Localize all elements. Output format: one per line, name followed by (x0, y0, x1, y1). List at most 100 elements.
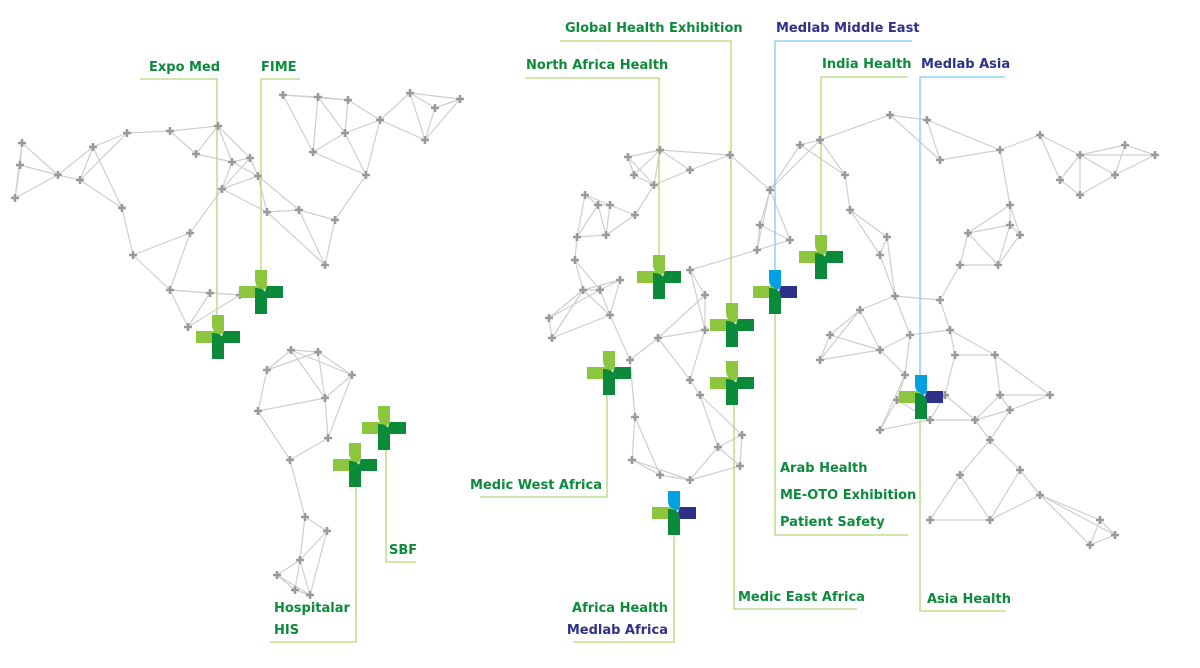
network-edge (169, 130, 197, 155)
network-edge (879, 349, 906, 376)
network-edge (689, 154, 731, 171)
network-edge (689, 269, 706, 331)
node-cross-icon (573, 233, 581, 241)
network-edge (92, 146, 123, 209)
network-edge (769, 189, 791, 241)
node-cross-icon (306, 591, 314, 599)
network-edge (994, 354, 1001, 396)
marker-top (349, 443, 361, 463)
node-cross-icon (314, 348, 322, 356)
network-edge (849, 209, 881, 256)
network-edge (1039, 134, 1081, 156)
node-cross-icon (344, 96, 352, 104)
network-edge (997, 234, 1021, 266)
network-edge (221, 175, 259, 190)
network-edge (904, 334, 911, 376)
network-edge (1039, 494, 1101, 521)
network-edge (627, 149, 661, 158)
node-cross-icon (846, 206, 854, 214)
network-edge (819, 114, 891, 141)
network-edge (379, 119, 426, 141)
network-edge (1089, 534, 1116, 546)
network-edge (312, 151, 367, 176)
network-edge (659, 149, 731, 156)
network-edge (79, 132, 128, 181)
node-cross-icon (321, 261, 329, 269)
network-edge (756, 189, 771, 251)
network-edge (334, 174, 367, 221)
marker-right (779, 286, 797, 298)
marker-right (825, 251, 843, 263)
node-cross-icon (16, 161, 24, 169)
marker-right (678, 507, 696, 519)
node-cross-icon (89, 143, 97, 151)
node-cross-icon (956, 261, 964, 269)
marker-india-health (799, 235, 843, 279)
network-edge (1114, 154, 1156, 176)
node-cross-icon (186, 229, 194, 237)
network-edge (879, 334, 911, 351)
network-edge (221, 188, 268, 213)
network-edge (312, 132, 346, 153)
network-edge (282, 94, 314, 153)
network-edge (967, 224, 1011, 234)
node-cross-icon (348, 371, 356, 379)
network-edge (859, 309, 881, 351)
marker-global-health (710, 303, 754, 347)
leader-line (560, 40, 732, 308)
network-edge (999, 134, 1041, 151)
network-edge (609, 314, 631, 361)
network-edges (14, 92, 1156, 596)
marker-top (915, 375, 927, 395)
network-edge (819, 334, 831, 361)
node-cross-icon (581, 191, 589, 199)
node-cross-icon (876, 346, 884, 354)
label-patient-safety: Patient Safety (780, 515, 885, 530)
network-edge (290, 349, 319, 353)
node-cross-icon (686, 376, 694, 384)
label-asia-health: Asia Health (927, 592, 1011, 607)
network-edge (756, 239, 791, 251)
node-cross-icon (606, 201, 614, 209)
node-cross-icon (331, 216, 339, 224)
node-cross-icon (756, 221, 764, 229)
network-edge (551, 289, 584, 339)
node-cross-icon (273, 571, 281, 579)
node-cross-icon (1076, 191, 1084, 199)
network-edge (1039, 494, 1116, 536)
node-cross-icon (926, 516, 934, 524)
node-cross-icon (376, 116, 384, 124)
network-edge (879, 254, 896, 297)
node-cross-icon (876, 251, 884, 259)
node-cross-icon (796, 141, 804, 149)
network-edge (819, 139, 846, 176)
node-cross-icon (263, 208, 271, 216)
leader-line (480, 392, 608, 498)
node-cross-icon (1036, 131, 1044, 139)
network-edge (717, 446, 741, 467)
node-cross-icon (964, 229, 972, 237)
node-cross-icon (166, 127, 174, 135)
node-cross-icon (324, 434, 332, 442)
node-cross-icon (701, 291, 709, 299)
label-medlab-asia: Medlab Asia (921, 57, 1011, 72)
marker-right (736, 377, 754, 389)
label-his: HIS (274, 623, 300, 638)
network-edge (257, 397, 326, 412)
node-cross-icon (246, 154, 254, 162)
network-edge (633, 174, 655, 186)
node-cross-icon (936, 156, 944, 164)
node-cross-icon (254, 172, 262, 180)
network-edge (994, 354, 1051, 396)
node-cross-icon (1016, 231, 1024, 239)
node-cross-icon (287, 346, 295, 354)
network-edge (689, 379, 701, 396)
marker-top (255, 270, 267, 290)
network-edge (195, 153, 233, 163)
node-cross-icon (630, 171, 638, 179)
marker-bottom (349, 461, 361, 487)
network-edge (266, 209, 300, 213)
network-edge (79, 146, 94, 181)
network-edge (689, 465, 741, 481)
network-edge (717, 434, 743, 448)
